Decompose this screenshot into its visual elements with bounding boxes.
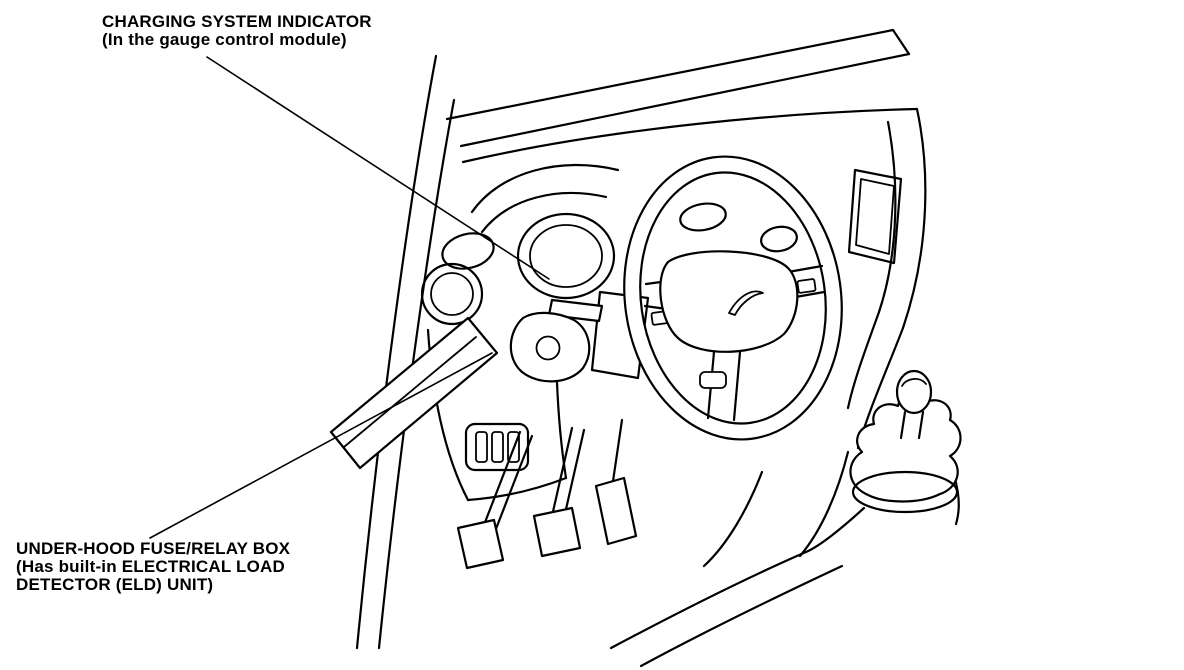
shift-boot-base [851, 470, 959, 514]
a-pillar [355, 54, 456, 650]
callout-charging-line2: (In the gauge control module) [102, 30, 347, 49]
cluster-telltale-right [760, 225, 798, 253]
column-lower-cover [509, 311, 591, 383]
accelerator-pedal [594, 476, 638, 546]
callout-fusebox-line2: (Has built-in ELECTRICAL LOAD [16, 557, 285, 576]
fuse-relay-box-shape [329, 316, 499, 470]
leader-line-fuse-box [149, 352, 493, 539]
callout-fusebox-line1: UNDER-HOOD FUSE/RELAY BOX [16, 539, 291, 558]
gauge-dial [516, 212, 616, 300]
gear-shift [849, 369, 962, 514]
dash-vent-oval [441, 232, 495, 270]
leader-lines [149, 56, 550, 539]
headlight-switch-dial [420, 262, 484, 326]
steering-wheel-spokes [643, 264, 826, 422]
display-panel [847, 168, 903, 265]
car-interior-illustration [149, 28, 962, 668]
callout-under-hood-fuse-relay-box: UNDER-HOOD FUSE/RELAY BOX (Has built-in … [16, 540, 290, 594]
callout-charging-line1: CHARGING SYSTEM INDICATOR [102, 12, 372, 31]
instrument-cluster [470, 163, 620, 300]
callout-fusebox-line3: DETECTOR (ELD) UNIT) [16, 575, 214, 594]
ignition-switch [535, 335, 561, 361]
shift-knob [895, 369, 933, 415]
maker-emblem [728, 290, 764, 316]
pedals [456, 418, 638, 570]
clutch-pedal [456, 518, 505, 570]
dash-left-controls [420, 232, 495, 326]
spoke-switch-right [796, 278, 817, 294]
callout-charging-system-indicator: CHARGING SYSTEM INDICATOR (In the gauge … [102, 13, 372, 49]
steering-wheel-rim [623, 155, 843, 441]
cluster-telltale-left [679, 202, 727, 232]
knee-panel [426, 328, 568, 502]
windshield-header [445, 28, 911, 148]
brake-pedal [532, 506, 582, 558]
steering-hub [659, 250, 799, 353]
steering-wheel [623, 155, 843, 441]
leader-line-charging-indicator [206, 56, 550, 280]
